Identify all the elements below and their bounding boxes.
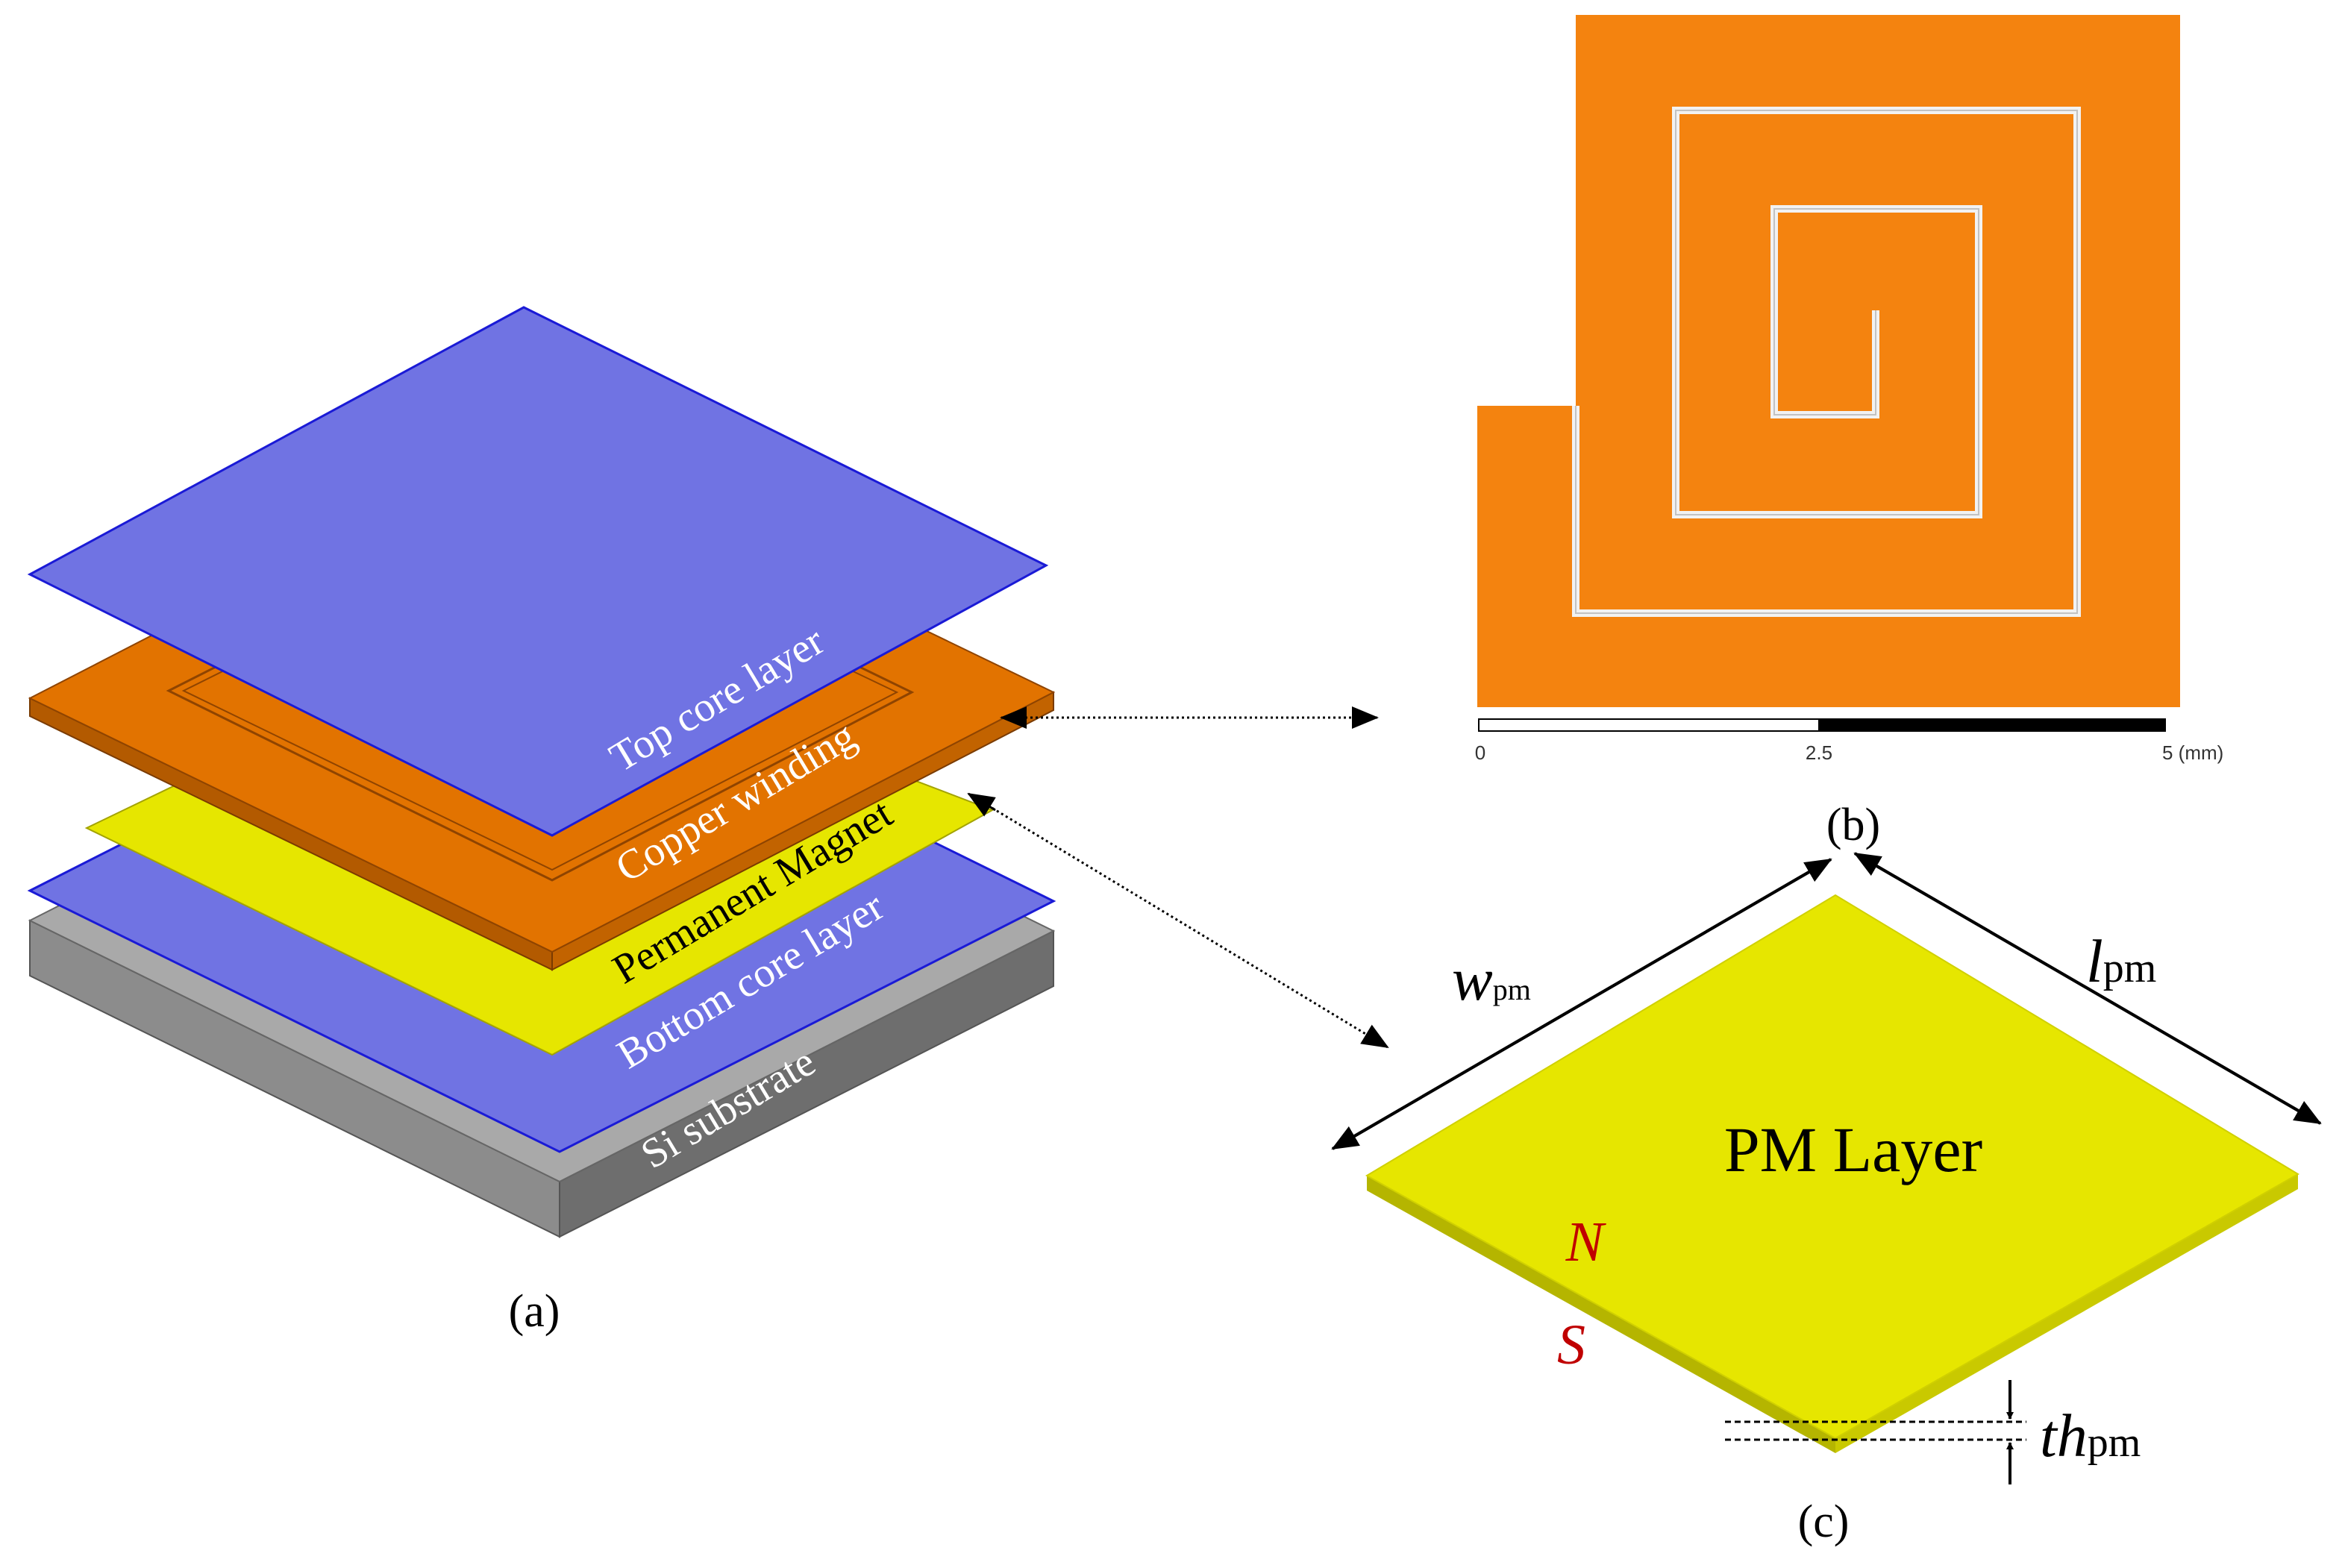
pm-side-left [1367, 1176, 1835, 1453]
panel-a-stack: Top core layer Copper winding Permanent … [27, 306, 1056, 1337]
arrow-pm-to-c [983, 801, 1389, 1049]
pole-north: N [1565, 1211, 1607, 1273]
scale-tick-end: 5 (mm) [2162, 741, 2223, 764]
spiral-gap-shadow [1575, 110, 2078, 614]
arrow-pm-tip-left [967, 792, 996, 817]
caption-b: (b) [1826, 800, 1880, 850]
length-symbol: l [2086, 927, 2103, 995]
length-dimension-arrow-head [1853, 852, 2311, 1119]
thickness-sub: pm [2088, 1420, 2141, 1466]
caption-a: (a) [509, 1286, 560, 1337]
length-sub: pm [2103, 945, 2157, 991]
pm-top-face [1365, 894, 2299, 1440]
scale-tick-mid: 2.5 [1806, 741, 1832, 764]
panel-c-pm-layer: PM Layer N S wpm lpm thpm (c) [1331, 852, 2322, 1547]
thickness-symbol: th [2040, 1402, 2088, 1470]
width-dimension-arrow-head [1341, 858, 1832, 1144]
connector-arrows [967, 706, 1389, 1049]
pm-side-right [1835, 1174, 2298, 1453]
width-label: wpm [1452, 945, 1531, 1013]
scale-tick-0: 0 [1475, 741, 1485, 764]
width-sub: pm [1493, 973, 1531, 1006]
copper-terminal [1477, 406, 1582, 707]
top-core-layer [27, 306, 1049, 837]
pole-south: S [1557, 1314, 1585, 1376]
width-symbol: w [1452, 945, 1493, 1013]
panel-b-spiral: 0 2.5 5 (mm) (b) [1475, 15, 2223, 850]
thickness-label: thpm [2040, 1402, 2141, 1470]
length-label: lpm [2086, 927, 2156, 995]
pm-layer-title: PM Layer [1724, 1114, 1982, 1185]
scale-bar: 0 2.5 5 (mm) [1475, 718, 2223, 764]
caption-c: (c) [1798, 1496, 1850, 1547]
